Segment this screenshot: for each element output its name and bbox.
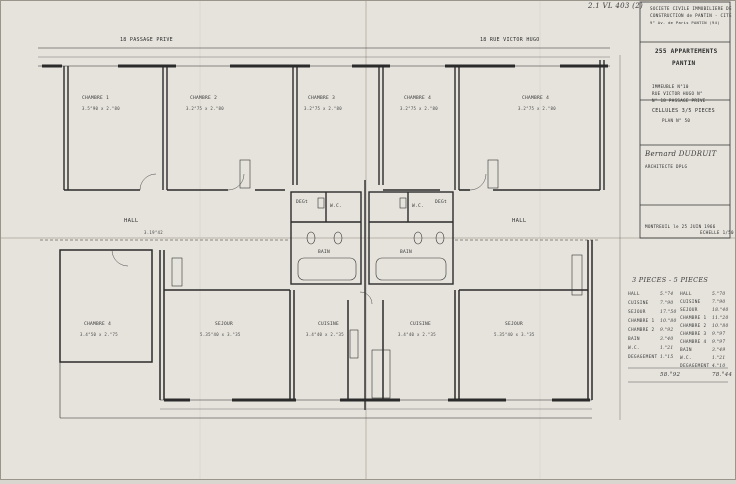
surface-row: CHAMBRE 1 <box>680 316 707 321</box>
surface-table-heading: 3 PIECES - 5 PIECES <box>632 276 709 284</box>
architect-signature: Bernard DUDRUIT <box>645 150 717 158</box>
street-label-left: 18 PASSAGE PRIVE <box>120 37 173 43</box>
surface-value: 1.°21 <box>712 356 726 361</box>
project-subtitle: PANTIN <box>672 60 696 67</box>
surface-row: BAIN <box>628 337 640 342</box>
surface-value: 5.°74 <box>660 292 674 297</box>
surface-row: DEGAGEMENT <box>680 364 710 369</box>
room-sejour-left-size: 5.35°40 x 3.°35 <box>200 332 241 337</box>
surface-value: 3.°49 <box>712 348 726 353</box>
surface-row: CUISINE <box>628 301 649 306</box>
plan-walls <box>38 47 610 419</box>
room-cuisine-right: CUISINE <box>410 322 432 327</box>
room-chambre-4b-size: 3.2°75 x 2.°80 <box>518 106 556 111</box>
project-title: 255 APPARTEMENTS <box>655 48 718 55</box>
room-bain-right: BAIN <box>400 250 413 255</box>
surface-value: 10.°80 <box>660 319 677 324</box>
surface-value: 18.°40 <box>712 308 729 313</box>
address-line-2: N° 18 PASSAGE PRIVE <box>652 98 706 103</box>
surface-value: 9.°97 <box>712 340 726 345</box>
room-deg-right: DEGt <box>435 200 448 205</box>
surface-row: CHAMBRE 1 <box>628 319 655 324</box>
surface-row: HALL <box>680 292 692 297</box>
room-chambre-3: CHAMBRE 3 <box>308 96 336 101</box>
room-chambre-5: CHAMBRE 4 <box>84 322 112 327</box>
drawing-date: MONTREUIL le 25 JUIN 1966 <box>645 224 716 229</box>
surface-value: 3.°40 <box>660 337 674 342</box>
archive-reference: 2.1 VL 403 (2) <box>588 2 643 10</box>
sheet-number: PLAN N° 50 <box>662 118 691 123</box>
surface-row: BAIN <box>680 348 692 353</box>
surface-row: W.C. <box>680 356 692 361</box>
surface-total-right: 78.°44 <box>712 372 733 378</box>
room-chambre-4a: CHAMBRE 4 <box>404 96 432 101</box>
room-cuisine-left-size: 3.4°40 x 2.°35 <box>306 332 344 337</box>
surface-value: 11.°20 <box>712 316 729 321</box>
room-chambre-2-size: 3.2°75 x 2.°80 <box>186 106 224 111</box>
door-swings <box>111 173 487 305</box>
surface-row: CUISINE <box>680 300 701 305</box>
room-sejour-left: SEJOUR <box>215 322 234 327</box>
surface-value: 17.°50 <box>660 310 677 315</box>
building-number: IMMEUBLE N°10 <box>652 84 689 89</box>
room-cuisine-right-size: 3.4°40 x 2.°35 <box>398 332 436 337</box>
architect-role: ARCHITECTE DPLG <box>645 164 688 169</box>
surface-total-left: 58.°92 <box>660 372 681 378</box>
company-line-1: SOCIETE CIVILE IMMOBILIERE DE <box>650 6 732 11</box>
surface-value: 1.°15 <box>660 355 674 360</box>
room-chambre-4b: CHAMBRE 4 <box>522 96 550 101</box>
floor-type: CELLULES 3/5 PIECES <box>652 108 715 114</box>
room-chambre-3-size: 3.2°75 x 2.°80 <box>304 106 342 111</box>
title-block-frame <box>639 1 731 239</box>
room-chambre-5-size: 3.4°50 x 2.°75 <box>80 332 118 337</box>
room-hall-left: HALL <box>124 218 139 224</box>
surface-value: 7.°90 <box>712 300 726 305</box>
room-deg-left: DEGt <box>296 200 309 205</box>
surface-table-lines <box>628 367 728 383</box>
company-line-2: CONSTRUCTION de PANTIN - CITE <box>650 13 732 18</box>
room-chambre-1-size: 3.5°90 x 2.°80 <box>82 106 120 111</box>
surface-value: 5.°70 <box>712 292 726 297</box>
surface-row: HALL <box>628 292 640 297</box>
room-chambre-4a-size: 3.2°75 x 2.°80 <box>400 106 438 111</box>
room-hall-right: HALL <box>512 218 527 224</box>
dimension-lines <box>38 55 621 420</box>
surface-row: DEGAGEMENT <box>628 355 658 360</box>
room-wc-left: W.C. <box>330 204 343 209</box>
surface-row: CHAMBRE 3 <box>680 332 707 337</box>
room-sejour-right-size: 5.35°40 x 3.°35 <box>494 332 535 337</box>
surface-value: 10.°80 <box>712 324 729 329</box>
address-line-1: RUE VICTOR HUGO N° <box>652 91 703 96</box>
room-hall-left-size: 3.19°42 <box>144 230 163 235</box>
surface-row: CHAMBRE 2 <box>680 324 707 329</box>
room-sejour-right: SEJOUR <box>505 322 524 327</box>
surface-row: CHAMBRE 4 <box>680 340 707 345</box>
room-chambre-1: CHAMBRE 1 <box>82 96 110 101</box>
surface-value: 9.°92 <box>660 328 674 333</box>
surface-row: W.C. <box>628 346 640 351</box>
room-bain-left: BAIN <box>318 250 331 255</box>
surface-value: 7.°90 <box>660 301 674 306</box>
room-cuisine-left: CUISINE <box>318 322 340 327</box>
company-line-3: 9° Av. de Paris PANTIN (94) <box>650 20 720 25</box>
surface-row: CHAMBRE 2 <box>628 328 655 333</box>
fixtures <box>171 159 583 399</box>
drawing-scale: ECHELLE 1/50 <box>700 230 734 235</box>
surface-value: 9.°97 <box>712 332 726 337</box>
surface-row: SEJOUR <box>628 310 646 315</box>
surface-row: SEJOUR <box>680 308 698 313</box>
room-chambre-2: CHAMBRE 2 <box>190 96 218 101</box>
surface-value: 1.°21 <box>660 346 674 351</box>
street-label-right: 18 RUE VICTOR HUGO <box>480 37 540 43</box>
room-wc-right: W.C. <box>412 204 425 209</box>
surface-value: 4.°10 <box>712 364 726 369</box>
